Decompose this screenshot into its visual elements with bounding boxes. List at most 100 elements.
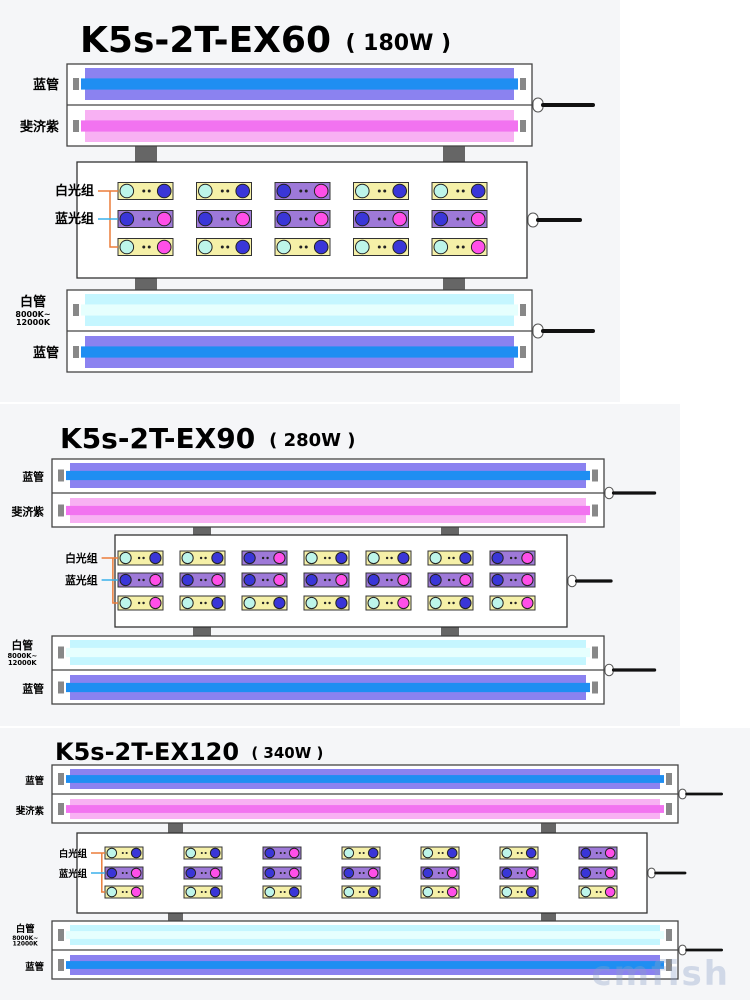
led-chip	[604, 867, 616, 879]
led-dot	[199, 578, 203, 582]
led-dot	[461, 217, 465, 221]
led-module	[241, 595, 288, 611]
led-chip	[273, 551, 286, 565]
blue-tube	[58, 769, 672, 789]
led-dot	[383, 245, 387, 249]
led-dot	[377, 245, 381, 249]
led-chip	[355, 239, 370, 255]
tube-end-left	[58, 469, 64, 482]
led-module	[427, 550, 474, 566]
led-chip	[459, 596, 472, 610]
led-dot	[121, 851, 124, 855]
led-dot	[328, 578, 331, 582]
led-chip	[211, 573, 224, 587]
led-dot	[200, 851, 203, 855]
label-white-group: 白光组	[59, 848, 88, 860]
led-dot	[142, 556, 145, 560]
led-chip	[243, 573, 256, 587]
led-module	[431, 210, 488, 228]
mount-bracket	[168, 823, 183, 833]
white-tube	[58, 640, 598, 665]
led-chip	[305, 573, 318, 587]
led-dot	[385, 578, 389, 582]
led-module	[179, 572, 226, 588]
led-chip	[521, 551, 534, 565]
led-dot	[520, 890, 523, 894]
led-chip	[130, 867, 142, 879]
led-dot	[279, 851, 282, 855]
power-cable	[532, 97, 595, 113]
led-module	[179, 550, 226, 566]
led-chip	[355, 211, 370, 227]
label-white-kelvin: 8000K~	[15, 310, 50, 319]
led-dot	[204, 851, 207, 855]
mount-bracket	[135, 278, 157, 290]
led-module	[499, 846, 539, 860]
led-chip	[211, 596, 224, 610]
led-dot	[599, 871, 602, 875]
led-chip	[433, 239, 449, 255]
led-module	[183, 885, 223, 899]
led-chip	[580, 886, 592, 898]
led-chip	[119, 211, 135, 227]
led-chip	[209, 867, 221, 879]
white-group-line	[91, 852, 105, 893]
led-chip	[198, 211, 213, 227]
led-dot	[299, 189, 303, 193]
led-chip	[198, 239, 213, 255]
led-dot	[516, 851, 519, 855]
led-dot	[441, 851, 444, 855]
mount-bracket	[443, 146, 465, 162]
led-dot	[204, 890, 207, 894]
led-module	[341, 866, 381, 880]
label-blue-group: 蓝光组	[59, 868, 88, 880]
led-dot	[125, 890, 128, 894]
tube-end-left	[58, 773, 64, 785]
tube-end-left	[73, 304, 79, 316]
led-dot	[385, 556, 389, 560]
label-white-tube: 白管	[20, 294, 46, 310]
led-chip	[501, 847, 513, 859]
led-dot	[279, 871, 282, 875]
led-dot	[137, 556, 141, 560]
power-cable	[532, 323, 595, 339]
led-dot	[200, 890, 203, 894]
led-dot	[279, 890, 282, 894]
led-chip	[181, 596, 194, 610]
led-dot	[204, 871, 207, 875]
tube-end-left	[58, 504, 64, 517]
led-dot	[199, 601, 203, 605]
led-chip	[305, 551, 318, 565]
tube-core	[66, 647, 590, 658]
mount-bracket	[168, 913, 183, 921]
tube-end-right	[592, 646, 598, 659]
led-module	[303, 572, 350, 588]
blue-tube	[58, 675, 598, 700]
led-module	[179, 595, 226, 611]
white-group-line	[101, 557, 118, 604]
led-module	[274, 210, 331, 228]
led-dot	[121, 890, 124, 894]
led-chip	[422, 886, 434, 898]
led-dot	[514, 578, 517, 582]
led-module	[117, 595, 164, 611]
led-dot	[226, 217, 230, 221]
led-chip	[429, 596, 442, 610]
led-chip	[367, 867, 379, 879]
led-dot	[514, 556, 517, 560]
led-dot	[437, 871, 440, 875]
led-chip	[149, 573, 162, 587]
led-module	[578, 866, 618, 880]
led-chip	[276, 239, 292, 255]
tube-core	[66, 961, 664, 969]
led-module	[353, 238, 409, 256]
led-module	[431, 238, 488, 256]
led-chip	[580, 847, 592, 859]
led-chip	[185, 886, 197, 898]
tube-end-right	[520, 346, 526, 358]
led-chip	[106, 867, 118, 879]
label-purple-tube: 斐济紫	[19, 119, 59, 135]
power-cable	[527, 212, 582, 228]
